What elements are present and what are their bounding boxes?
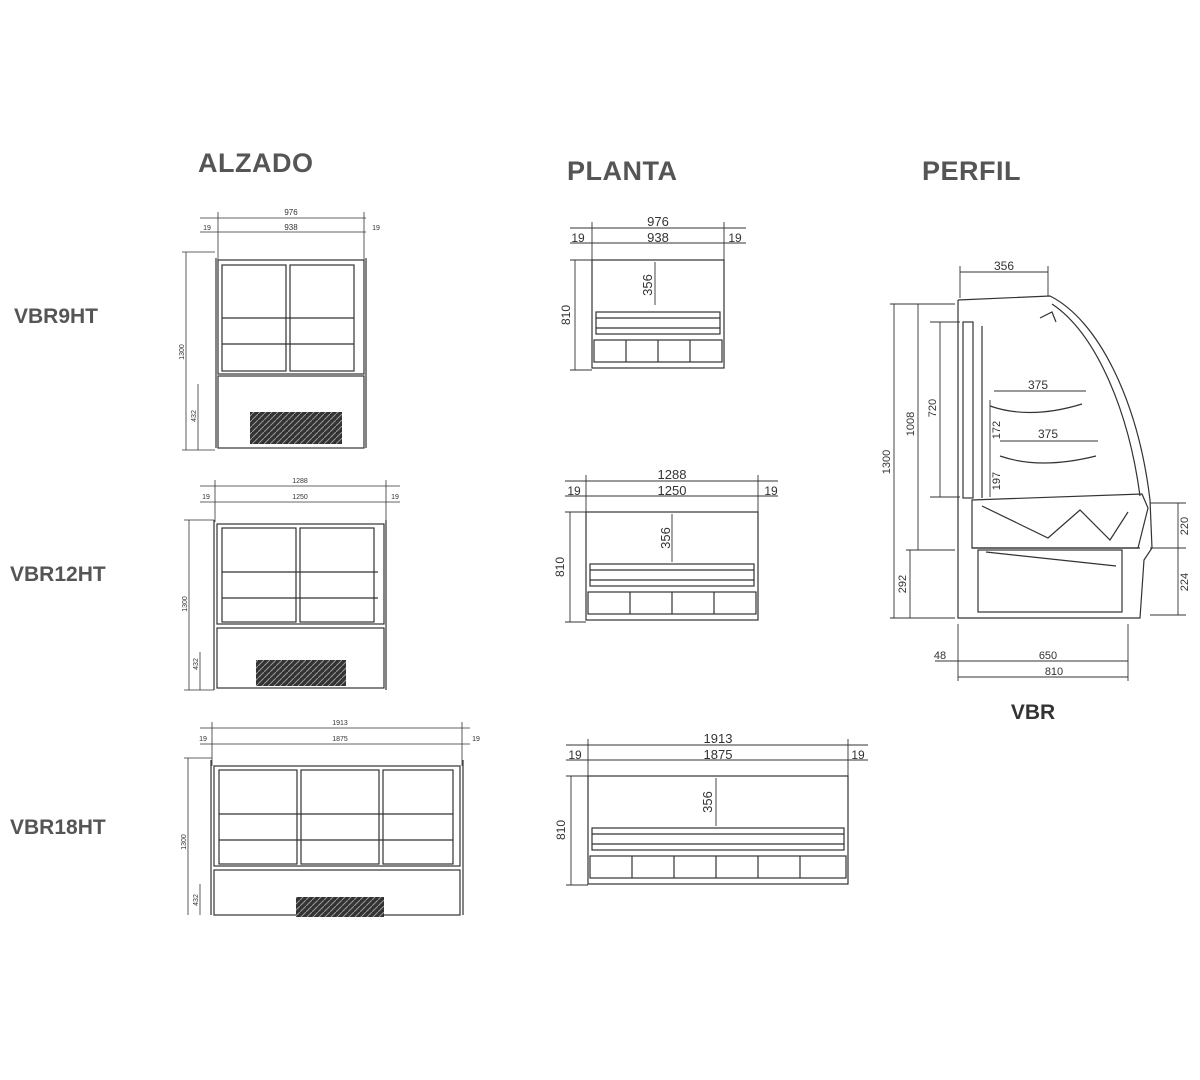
elevation-vbr18ht: 1913 1875 19 19 1300 432 — [181, 720, 480, 917]
dim-profile-display-height: 1008 — [905, 412, 917, 436]
dim-plan-9-right: 19 — [728, 231, 742, 245]
dim-plan-9-cut: 356 — [640, 274, 655, 296]
dim-plan-9-left: 19 — [571, 231, 585, 245]
plan-vbr9ht: 976 938 19 19 810 356 — [559, 214, 746, 371]
dim-plan-12-left: 19 — [567, 484, 581, 498]
dim-profile-foot: 48 — [934, 650, 946, 662]
dim-plan-18-right: 19 — [851, 748, 865, 762]
profile-vbr: 356 375 375 1300 1008 720 172 197 292 22… — [881, 259, 1191, 724]
dim-elev-18-inner: 1875 — [332, 736, 348, 743]
dim-plan-18-overall: 1913 — [704, 731, 733, 746]
elevation-vbr12ht: 1288 1250 19 19 1300 432 — [182, 478, 400, 691]
model-label-vbr18ht: VBR18HT — [10, 816, 106, 839]
model-label-vbr9ht: VBR9HT — [14, 305, 99, 328]
dim-plan-12-inner: 1250 — [658, 483, 687, 498]
dim-profile-base-height: 292 — [897, 575, 909, 593]
dim-profile-shelf-gap-1: 172 — [991, 421, 1003, 439]
dim-elev-18-left: 19 — [199, 736, 207, 743]
dim-plan-12-overall: 1288 — [658, 467, 687, 482]
dim-profile-total-depth: 810 — [1045, 666, 1063, 678]
dim-elev-18-right: 19 — [472, 736, 480, 743]
dim-plan-18-inner: 1875 — [704, 747, 733, 762]
dim-profile-top-depth: 356 — [994, 259, 1014, 273]
dim-plan-9-inner: 938 — [647, 230, 669, 245]
column-title-elevation: ALZADO — [198, 148, 314, 178]
dim-plan-18-left: 19 — [568, 748, 582, 762]
dim-profile-total-height: 1300 — [881, 450, 893, 474]
dim-elev-9-right: 19 — [372, 225, 380, 232]
dim-elev-12-inner: 1250 — [292, 494, 308, 501]
model-label-vbr12ht: VBR12HT — [10, 563, 106, 586]
dim-plan-12-depth: 810 — [553, 557, 567, 577]
dim-profile-right-upper: 220 — [1179, 517, 1191, 535]
dim-elev-9-left: 19 — [203, 225, 211, 232]
dim-elev-12-right: 19 — [391, 494, 399, 501]
elevation-vbr9ht: 976 938 19 19 1300 432 — [179, 208, 380, 451]
dim-elev-18-height: 1300 — [181, 834, 188, 850]
dim-elev-12-left: 19 — [202, 494, 210, 501]
dim-elev-9-overall: 976 — [284, 208, 298, 217]
dim-plan-18-depth: 810 — [554, 820, 568, 840]
dim-elev-18-overall: 1913 — [332, 720, 348, 727]
dim-elev-18-base: 432 — [193, 894, 200, 906]
dim-profile-shelf-upper: 375 — [1028, 378, 1048, 392]
dim-elev-9-inner: 938 — [284, 223, 298, 232]
column-title-plan: PLANTA — [567, 156, 678, 186]
dim-plan-12-cut: 356 — [658, 527, 673, 549]
plan-vbr12ht: 1288 1250 19 19 810 356 — [553, 467, 778, 623]
dim-elev-12-height: 1300 — [182, 596, 189, 612]
dim-plan-12-right: 19 — [764, 484, 778, 498]
dim-elev-12-base: 432 — [193, 658, 200, 670]
dim-profile-right-lower: 224 — [1179, 573, 1191, 591]
dim-plan-9-overall: 976 — [647, 214, 669, 229]
profile-model-label: VBR — [1011, 701, 1055, 724]
column-title-profile: PERFIL — [922, 156, 1022, 186]
dim-profile-shelf-gap-2: 197 — [991, 472, 1003, 490]
dim-elev-9-height: 1300 — [179, 344, 186, 360]
dim-plan-18-cut: 356 — [700, 791, 715, 813]
plan-vbr18ht: 1913 1875 19 19 810 356 — [554, 731, 868, 886]
dim-elev-9-base: 432 — [191, 410, 198, 422]
dim-profile-inner-height: 720 — [927, 399, 939, 417]
dim-elev-12-overall: 1288 — [292, 478, 308, 485]
dim-plan-9-depth: 810 — [559, 305, 573, 325]
dim-profile-base-depth: 650 — [1039, 650, 1057, 662]
dim-profile-shelf-lower: 375 — [1038, 427, 1058, 441]
